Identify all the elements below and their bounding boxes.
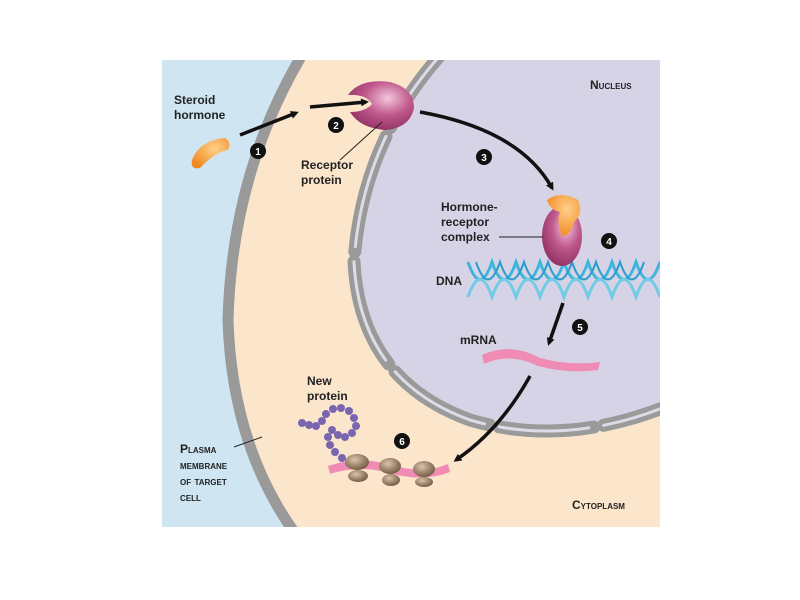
svg-text:5: 5	[577, 323, 583, 334]
svg-text:6: 6	[399, 437, 405, 448]
receptor-leader-line	[339, 121, 383, 161]
new-protein-label-1: New	[307, 374, 332, 388]
new-protein-label-2: protein	[307, 389, 348, 403]
steroid-hormone-label-2: hormone	[174, 108, 226, 122]
plasma-membrane-label-1: Plasma	[180, 442, 217, 456]
dna-label: DNA	[436, 274, 462, 288]
pathway-arrows	[239, 98, 565, 462]
complex-label-3: complex	[441, 230, 490, 244]
mrna-label: mRNA	[460, 333, 497, 347]
step-badges: 1 2 3 4 5 6	[250, 117, 617, 449]
step-2-badge: 2	[328, 117, 344, 133]
plasma-membrane-label-2: membrane	[180, 458, 228, 472]
plasma-membrane-label-4: cell	[180, 490, 201, 504]
complex-label-2: receptor	[441, 215, 489, 229]
receptor-protein-label-2: protein	[301, 173, 342, 187]
step-1-badge: 1	[250, 143, 266, 159]
step-6-badge: 6	[394, 433, 410, 449]
new-protein-chain	[298, 404, 360, 467]
svg-text:1: 1	[255, 147, 261, 158]
svg-text:4: 4	[606, 237, 612, 248]
plasma-membrane-label-3: of target	[180, 474, 227, 488]
nucleus-region	[354, 60, 660, 432]
step-3-badge: 3	[476, 149, 492, 165]
steroid-hormone-molecule	[191, 138, 230, 169]
nucleus-label: Nucleus	[590, 78, 632, 92]
ribosomes	[345, 454, 435, 487]
receptor-protein-shape	[348, 81, 414, 130]
step-4-badge: 4	[601, 233, 617, 249]
receptor-protein-label-1: Receptor	[301, 158, 353, 172]
steroid-hormone-label-1: Steroid	[174, 93, 215, 107]
cytoplasm-label: Cytoplasm	[572, 498, 625, 512]
complex-label-1: Hormone-	[441, 200, 498, 214]
membrane-leader-line	[233, 436, 263, 448]
step-5-badge: 5	[572, 319, 588, 335]
svg-text:3: 3	[481, 153, 487, 164]
svg-text:2: 2	[333, 121, 339, 132]
mrna-strand	[482, 349, 600, 372]
